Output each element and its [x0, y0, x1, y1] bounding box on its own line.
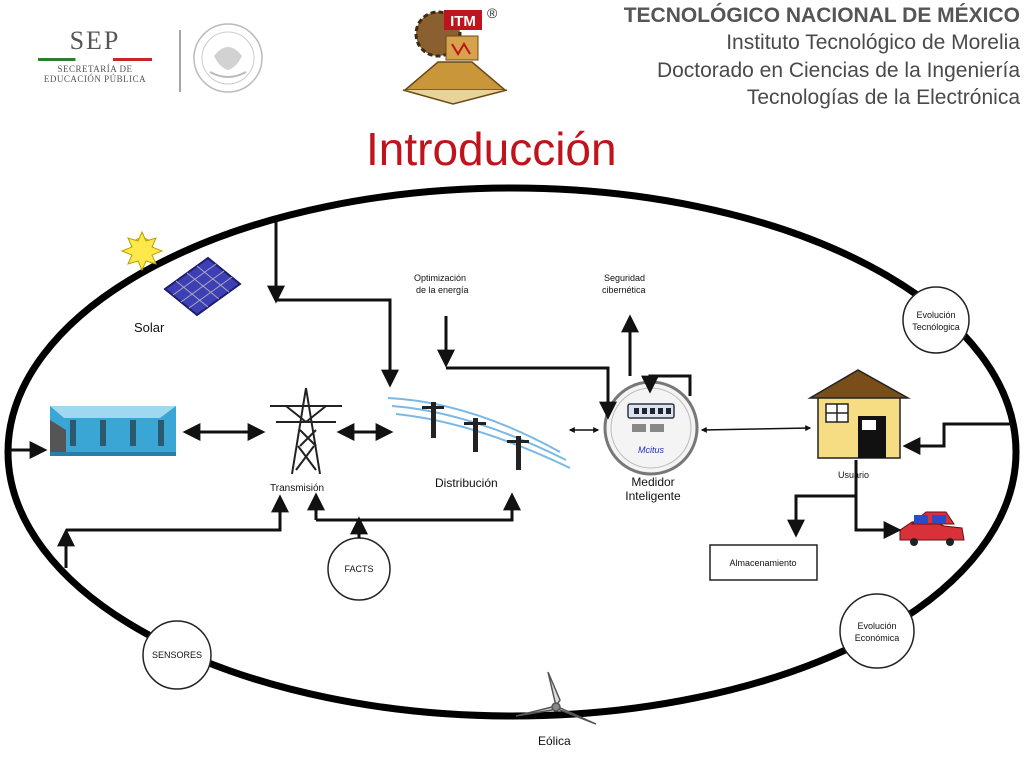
sensors-label: SENSORES	[152, 650, 202, 660]
transmission-tower-icon	[270, 387, 342, 475]
area-name: Tecnologías de la Electrónica	[746, 86, 1020, 109]
wind-turbine-icon	[515, 671, 597, 725]
registered-mark: ®	[487, 5, 498, 21]
security-label-line2: cibernética	[602, 285, 646, 295]
system-ellipse	[4, 184, 1020, 720]
hydro-dam-icon	[50, 406, 176, 456]
storage-box	[709, 544, 818, 581]
house-icon	[807, 369, 911, 459]
institution-name: TECNOLÓGICO NACIONAL DE MÉXICO	[623, 4, 1020, 27]
solar-panel-icon	[163, 256, 242, 317]
tech-evolution-label-line2: Tecnólogica	[912, 322, 960, 332]
sep-logo: SEP SECRETARÍA DE EDUCACIÓN PÚBLICA	[30, 26, 160, 84]
program-name: Doctorado en Ciencias de la Ingeniería	[656, 59, 1020, 82]
security-label-line1: Seguridad	[604, 273, 645, 283]
distribution-label: Distribución	[435, 476, 498, 490]
sep-line2: EDUCACIÓN PÚBLICA	[43, 74, 147, 84]
wind-label: Eólica	[538, 734, 571, 748]
transmission-label: Transmisión	[270, 483, 324, 494]
itm-logo-text: ITM	[450, 13, 476, 30]
sep-line1: SECRETARÍA DE	[57, 64, 133, 74]
economic-evolution-node	[839, 593, 915, 669]
solar-label: Solar	[134, 320, 165, 335]
tech-evolution-node	[902, 286, 970, 354]
optimization-label-line2: de la energía	[416, 285, 469, 295]
smart-meter-icon: Mcitus	[603, 380, 699, 476]
itm-logo-icon: ITM	[402, 10, 508, 105]
tech-evolution-label-line1: Evolución	[916, 310, 955, 320]
sensors-node	[142, 620, 212, 690]
sep-title: SEP	[69, 26, 121, 55]
facts-label: FACTS	[344, 564, 373, 574]
connector-lines	[10, 222, 1012, 568]
user-label: Usuario	[838, 470, 869, 480]
economic-evolution-label-line2: Económica	[855, 633, 900, 643]
sep-tricolor-bar	[38, 58, 152, 61]
economic-evolution-label-line1: Evolución	[857, 621, 896, 631]
institute-name: Instituto Tecnológico de Morelia	[726, 31, 1020, 54]
storage-label: Almacenamiento	[729, 558, 796, 568]
optimization-label-line1: Optimización	[414, 273, 466, 283]
electric-car-icon	[899, 511, 965, 546]
smart-meter-label-line2: Inteligente	[625, 489, 681, 503]
slide-title: Introducción	[366, 123, 617, 175]
meter-brand: Mcitus	[638, 445, 665, 455]
smart-meter-label-line1: Medidor	[631, 475, 674, 489]
mexico-seal-icon	[179, 23, 263, 93]
distribution-lines-icon	[387, 397, 571, 470]
sun-icon	[120, 230, 164, 272]
